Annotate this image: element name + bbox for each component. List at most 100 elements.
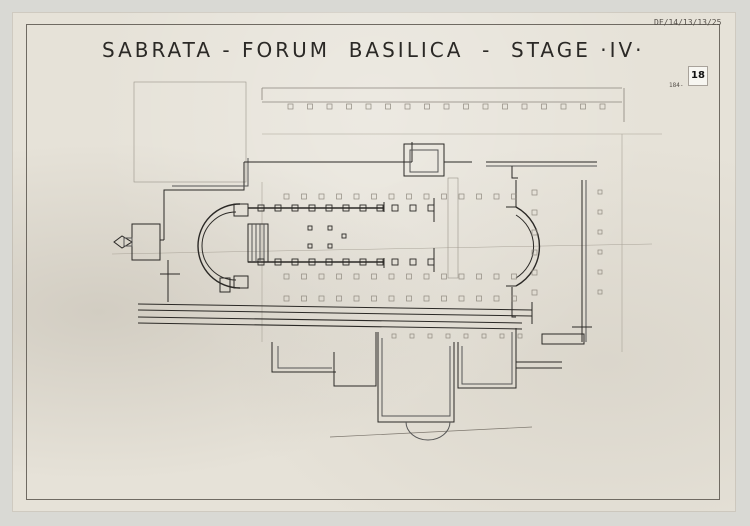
aisle-bay [301,273,307,280]
portico-pier [541,103,547,110]
outer-bay [597,229,603,235]
outer-bay [597,249,603,255]
south-vestibule [377,332,455,423]
basilica-floor-plan [111,81,662,441]
outer-bay [597,269,603,275]
portico-pier [287,103,294,110]
aisle-bay [423,193,430,200]
east-bay [531,249,538,256]
portico-pier [307,103,313,110]
east-bay [531,189,538,196]
portico-pier [599,103,606,110]
aisle-bay [511,295,517,302]
colonnade-column [376,258,384,266]
aisle-bay [423,295,430,302]
nave-pier [341,233,347,239]
aisle-bay [301,295,307,302]
aisle-bay [458,295,465,302]
south-room-centre-west [333,332,377,387]
faint-outline-northwest [133,81,247,183]
plan-walls [111,81,662,441]
aisle-bay [423,273,430,280]
portico-pier [385,103,391,110]
colonnade-column [308,204,316,212]
aisle-bay [318,273,325,280]
aisle-bay [511,273,517,280]
portico-pier [580,103,586,110]
aisle-bay [353,193,360,200]
portico-pier [482,103,489,110]
nave-pier [327,243,333,249]
sheet-number-label: 18 [688,66,708,86]
colonnade-column [325,258,333,266]
portico-pier [365,103,372,110]
colonnade-column [427,258,435,266]
south-room-west [271,342,336,373]
tribunal-steps [247,223,269,263]
drawing-sheet: SABRATA - FORUM BASILICA - STAGE ·IV· DF… [12,12,736,512]
portico-pier [463,103,469,110]
sheet-code: 184- [669,82,684,89]
aisle-bay [476,295,482,302]
south-bay [391,333,397,339]
faint-bay-markers [283,103,606,339]
nave-pier [327,225,333,231]
south-bay [499,333,505,339]
colonnade-column [274,204,282,212]
aisle-bay [476,193,482,200]
colonnade-column [427,204,435,212]
west-chapel [131,223,161,261]
drawing-title: SABRATA - FORUM BASILICA - STAGE ·IV· [102,38,645,62]
nave-pier [307,243,313,249]
aisle-bay [476,273,482,280]
aisle-bay [353,295,360,302]
south-bay [427,333,433,339]
portico-pier [346,103,352,110]
aisle-bay [336,273,342,280]
aisle-bay [441,295,447,302]
aisle-bay [336,295,342,302]
west-wall-north [163,162,245,240]
aisle-bay [336,193,342,200]
east-bay [531,209,538,216]
aisle-bay [493,295,500,302]
east-bay [531,269,538,276]
colonnade-column [308,258,316,266]
colonnade-column [359,204,367,212]
colonnade-column [409,258,417,266]
south-bay [409,333,415,339]
aisle-bay [283,295,290,302]
aisle-bay [388,193,395,200]
aisle-bay [301,193,307,200]
southeast-step [541,333,585,345]
aisle-bay [493,193,500,200]
portico-pier [521,103,528,110]
archive-reference: DF/14/13/13/25 [654,18,722,27]
south-room-east [457,328,517,389]
colonnade-column [409,204,417,212]
west-apse [197,203,241,289]
colonnade-column [376,204,384,212]
portico-pier [404,103,411,110]
colonnade-column [359,258,367,266]
colonnade-column [274,258,282,266]
aisle-bay [318,193,325,200]
aisle-bay [458,193,465,200]
south-bay [463,333,469,339]
column-markers [257,204,435,266]
aisle-bay [318,295,325,302]
south-bay [481,333,487,339]
outer-bay [597,209,603,215]
aisle-bay [458,273,465,280]
portico-pier [502,103,508,110]
south-wall-outer [137,303,533,311]
aisle-bay [441,193,447,200]
aisle-bay [406,295,412,302]
colonnade-column [257,204,265,212]
colonnade-column [342,204,350,212]
east-apse [515,206,541,287]
aisle-bay [371,193,377,200]
south-bay [517,333,523,339]
colonnade-column [291,258,299,266]
portico-pier [443,103,450,110]
